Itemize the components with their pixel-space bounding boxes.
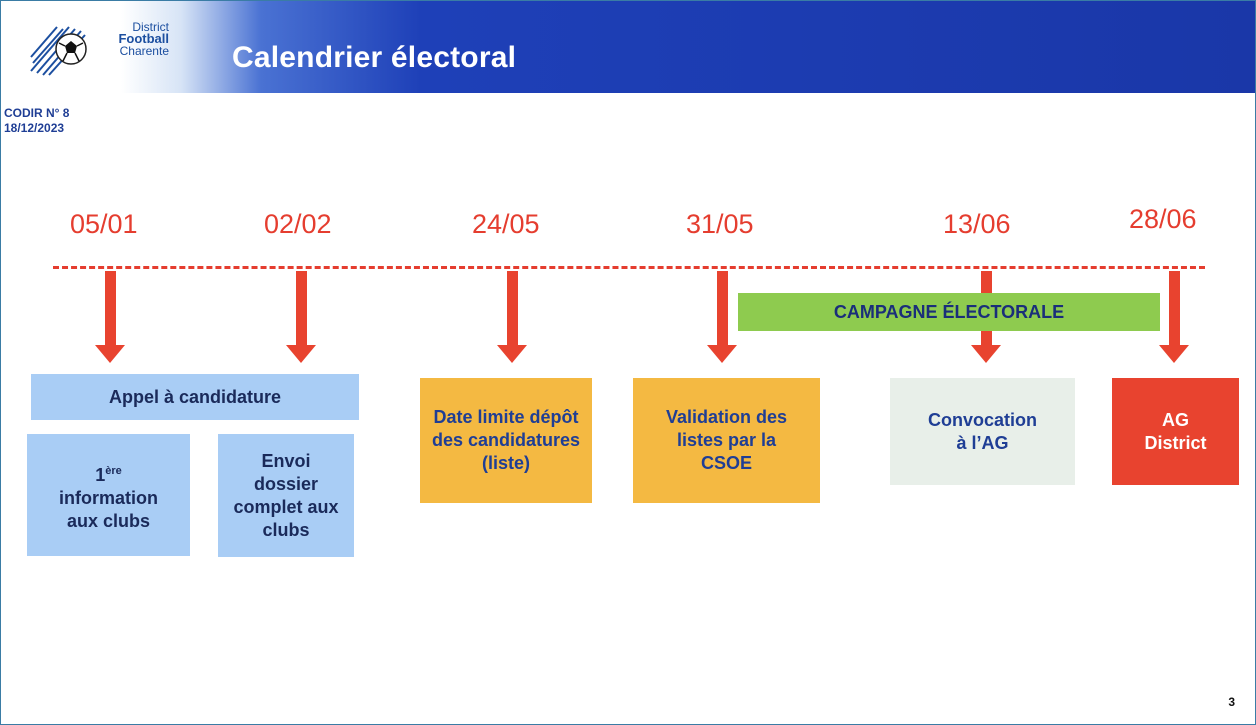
convocation-box: Convocation à l’AG [890, 378, 1075, 485]
timeline-date-2: 02/02 [264, 209, 332, 239]
logo-text: District Football Charente [81, 21, 169, 57]
page-number: 3 [1228, 695, 1235, 709]
convocation-text: Convocation à l’AG [927, 409, 1037, 453]
appel-candidature-box: Appel à candidature [31, 374, 359, 420]
logo-line-football: Football [118, 31, 169, 46]
logo-line-district: District [132, 20, 169, 34]
ag-district-text: AG District [1144, 409, 1207, 453]
premiere-rest: information aux clubs [59, 487, 158, 531]
meta-info: CODIR N° 8 18/12/2023 [4, 106, 69, 136]
envoi-dossier-text: Envoi dossier complet aux clubs [233, 450, 339, 540]
timeline-line [53, 266, 1205, 269]
timeline-date-1: 05/01 [70, 209, 138, 239]
header-bar: District Football Charente Calendrier él… [1, 1, 1255, 93]
campaign-banner: CAMPAGNE ÉLECTORALE [738, 293, 1160, 331]
slide-title: Calendrier électoral [232, 41, 517, 74]
meeting-date: 18/12/2023 [4, 121, 65, 135]
validation-box: Validation des listes par la CSOE [633, 378, 820, 503]
district-logo [30, 26, 87, 76]
date-limite-text: Date limite dépôt des candidatures (list… [431, 407, 581, 473]
timeline-date-6: 28/06 [1129, 204, 1197, 234]
date-limite-box: Date limite dépôt des candidatures (list… [420, 378, 592, 503]
codir-number: CODIR N° 8 [4, 106, 70, 120]
validation-text: Validation des listes par la CSOE [665, 407, 788, 473]
premiere-sup: ère [105, 464, 122, 477]
envoi-dossier-box: Envoi dossier complet aux clubs [218, 434, 354, 557]
timeline-date-4: 31/05 [686, 209, 754, 239]
timeline-date-5: 13/06 [943, 209, 1011, 239]
ag-district-box: AG District [1112, 378, 1239, 485]
logo-line-charente: Charente [119, 44, 169, 58]
timeline-date-3: 24/05 [472, 209, 540, 239]
premiere-num: 1 [95, 464, 106, 485]
premiere-information-box: 1ère information aux clubs [27, 434, 190, 556]
